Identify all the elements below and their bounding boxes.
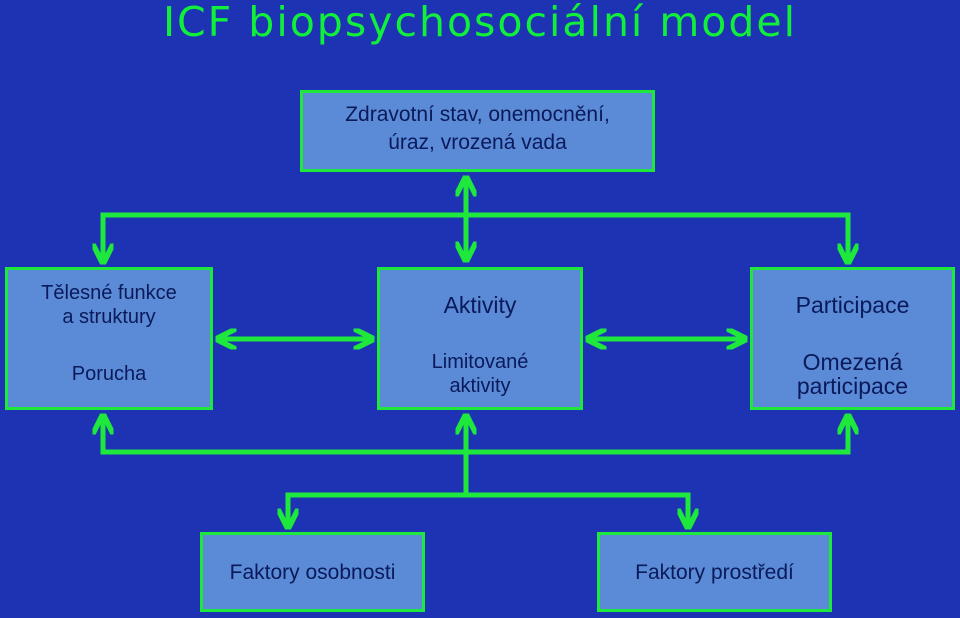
participation-restriction-label: participace (796, 372, 909, 399)
activities-label: Aktivity (443, 292, 517, 318)
activities-box: Aktivity Limitované aktivity (377, 267, 583, 410)
body-functions-box: Tělesné funkce a struktury Porucha (5, 267, 213, 410)
participation-restriction-label: Omezená (802, 348, 903, 375)
page-title: ICF biopsychosociální model (162, 0, 798, 46)
body-functions-label: Tělesné funkce (41, 282, 177, 304)
personal-factors-label: Faktory osobnosti (229, 560, 396, 584)
impairment-label: Porucha (71, 362, 147, 385)
activity-limitation-label: aktivity (449, 374, 511, 397)
body-functions-label: a struktury (62, 306, 156, 328)
environmental-factors-label: Faktory prostředí (635, 560, 794, 584)
personal-factors-box: Faktory osobnosti (200, 532, 425, 612)
health-condition-box: Zdravotní stav, onemocnění, úraz, vrozen… (300, 90, 655, 172)
environmental-factors-box: Faktory prostředí (597, 532, 832, 612)
health-condition-line: Zdravotní stav, onemocnění, (345, 103, 610, 126)
activity-limitation-label: Limitované (431, 350, 529, 373)
participation-label: Participace (795, 292, 910, 318)
health-condition-line: úraz, vrozená vada (388, 131, 567, 154)
participation-box: Participace Omezená participace (750, 267, 955, 410)
